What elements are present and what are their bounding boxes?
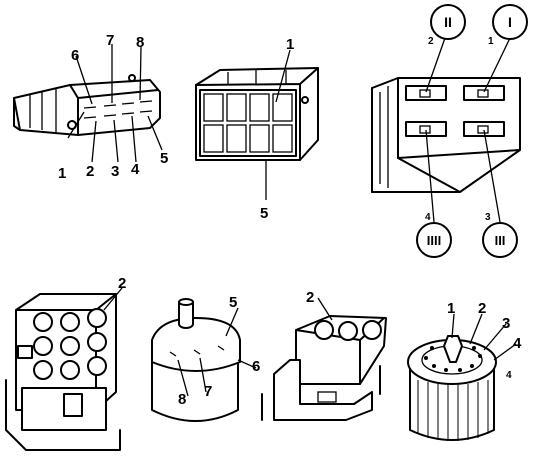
connector-a: 6 7 8 1 2 3 4 5 (13, 32, 168, 182)
circle-label-c-III: III (495, 233, 506, 248)
label-a-6: 6 (71, 47, 79, 64)
connector-f: 2 (261, 289, 387, 421)
circle-label-c-II: II (444, 14, 452, 30)
label-a-3: 3 (111, 163, 119, 180)
label-g-2: 2 (478, 300, 486, 317)
connector-b: 1 5 (195, 36, 319, 222)
circle-label-c-I: I (508, 14, 512, 30)
pin-c-1: 1 (488, 36, 494, 47)
label-a-1: 1 (58, 165, 66, 182)
label-a-5: 5 (160, 150, 168, 167)
label-b-1: 1 (286, 36, 294, 53)
label-e-6: 6 (252, 358, 260, 375)
label-a-2: 2 (86, 163, 94, 180)
label-a-4: 4 (131, 161, 140, 178)
pin-c-3: 3 (485, 212, 491, 223)
label-f-2: 2 (306, 289, 314, 306)
connector-e: 5 6 8 7 (151, 294, 260, 422)
pin-c-4: 4 (425, 212, 431, 223)
circle-label-c-IIII: IIII (427, 233, 441, 248)
label-a-7: 7 (106, 32, 114, 49)
connector-c: 2 1 4 3 II I IIII III (371, 4, 528, 258)
label-e-5: 5 (229, 294, 237, 311)
label-g-1: 1 (447, 300, 455, 317)
connector-d: 2 (5, 275, 126, 451)
label-b-5: 5 (260, 205, 268, 222)
label-g-4: 4 (513, 335, 522, 352)
label-g-4-small: 4 (506, 370, 512, 381)
connector-g: 1 2 3 4 4 (407, 300, 522, 441)
pin-c-2: 2 (428, 36, 434, 47)
label-g-3: 3 (502, 315, 510, 332)
label-d-2: 2 (118, 275, 126, 292)
label-e-8: 8 (178, 391, 186, 408)
label-a-8: 8 (136, 34, 144, 51)
label-e-7: 7 (204, 383, 212, 400)
